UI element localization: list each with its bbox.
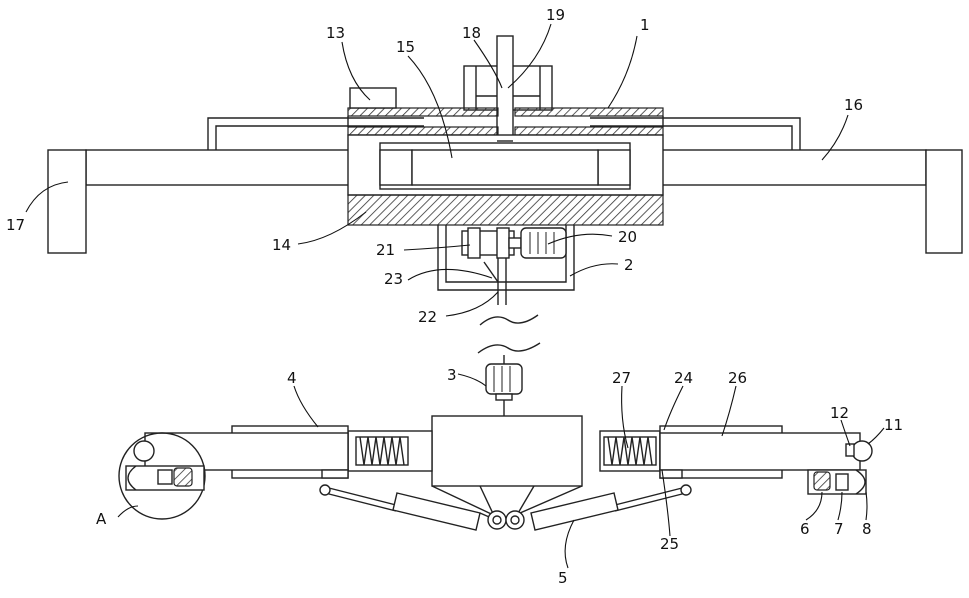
break-line-upper — [480, 315, 538, 325]
right-roller — [852, 441, 872, 461]
label-2: 2 — [624, 256, 634, 274]
label-17: 17 — [6, 216, 25, 234]
break-line-lower — [478, 343, 540, 353]
linkage-cylinders — [320, 485, 691, 530]
label-8: 8 — [862, 520, 872, 538]
label-1: 1 — [640, 16, 650, 34]
label-a: A — [96, 510, 107, 528]
label-23: 23 — [384, 270, 403, 288]
label-26: 26 — [728, 369, 747, 387]
label-16: 16 — [844, 96, 863, 114]
label-5: 5 — [558, 569, 568, 587]
label-18: 18 — [462, 24, 481, 42]
central-block — [432, 416, 582, 486]
label-6: 6 — [800, 520, 810, 538]
label-11: 11 — [884, 416, 903, 434]
label-24: 24 — [674, 369, 693, 387]
right-spring-housing — [600, 431, 660, 471]
label-3: 3 — [447, 366, 457, 384]
label-21: 21 — [376, 241, 395, 259]
left-spring-housing — [348, 431, 432, 471]
label-4: 4 — [287, 369, 297, 387]
label-15: 15 — [396, 38, 415, 56]
motor-bracket-box — [438, 225, 574, 305]
label-25: 25 — [660, 535, 679, 553]
left-roller — [134, 441, 154, 461]
label-22: 22 — [418, 308, 437, 326]
label-12: 12 — [830, 404, 849, 422]
reference-labels: 1 2 3 4 5 6 7 8 11 12 13 14 15 16 17 18 … — [6, 6, 903, 587]
label-20: 20 — [618, 228, 637, 246]
right-wheel-assembly — [808, 470, 866, 494]
label-7: 7 — [834, 520, 844, 538]
central-housing — [348, 135, 663, 225]
label-19: 19 — [546, 6, 565, 24]
label-13: 13 — [326, 24, 345, 42]
lower-motor — [486, 355, 522, 416]
label-27: 27 — [612, 369, 631, 387]
label-14: 14 — [272, 236, 291, 254]
